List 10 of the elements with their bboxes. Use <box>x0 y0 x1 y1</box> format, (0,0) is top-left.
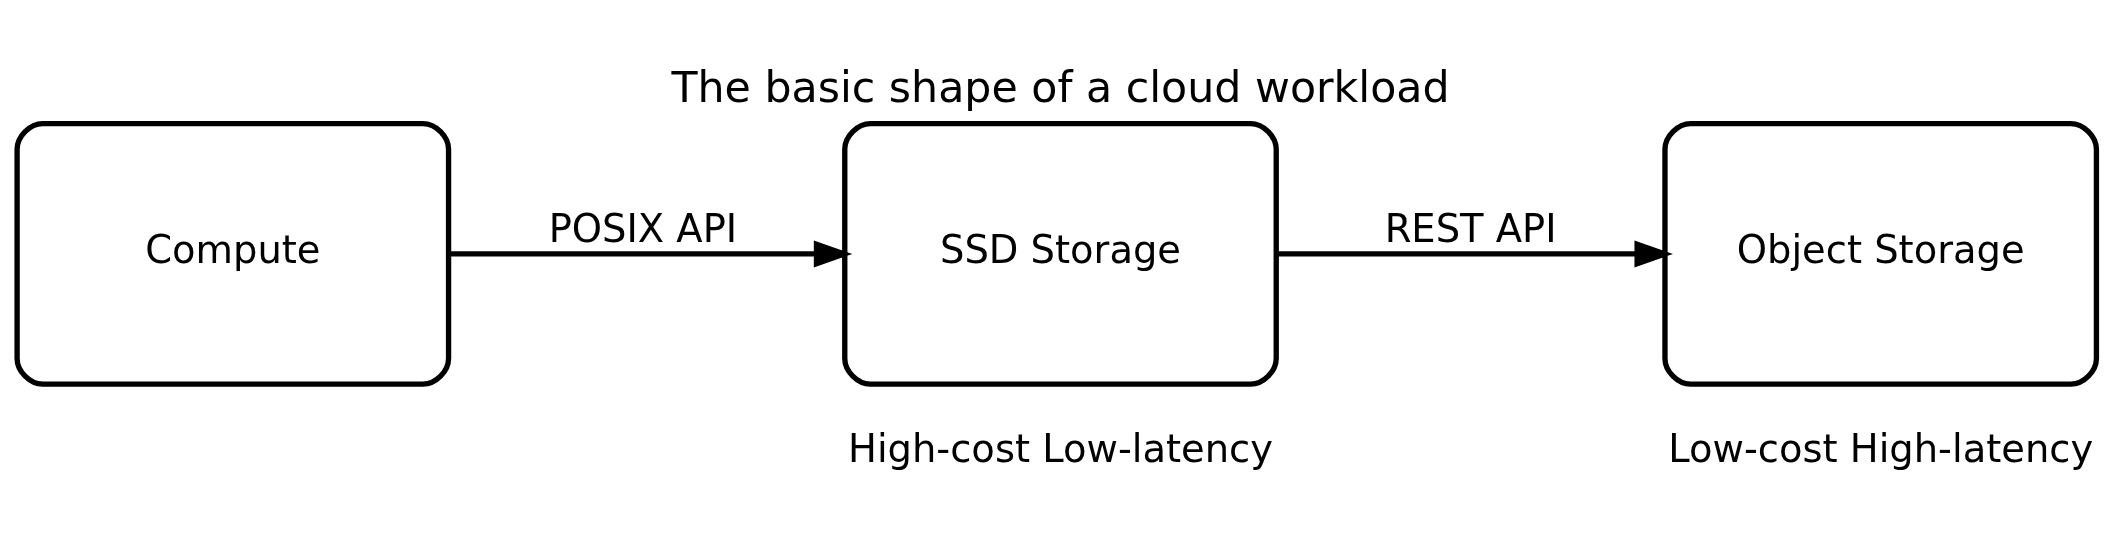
edge-label: REST API <box>1384 205 1557 251</box>
arrow <box>448 239 853 267</box>
node-label: High-cost Low-latency <box>848 425 1273 471</box>
node-label: Low-cost High-latency <box>1668 425 2094 471</box>
node-box: Compute <box>14 120 452 387</box>
arrow <box>1277 239 1673 267</box>
diagram-title: The basic shape of a cloud workload <box>671 61 1450 112</box>
node-box: Object Storage <box>1662 120 2100 387</box>
node-box: SSD Storage <box>842 120 1279 387</box>
edge-label: POSIX API <box>548 205 738 251</box>
